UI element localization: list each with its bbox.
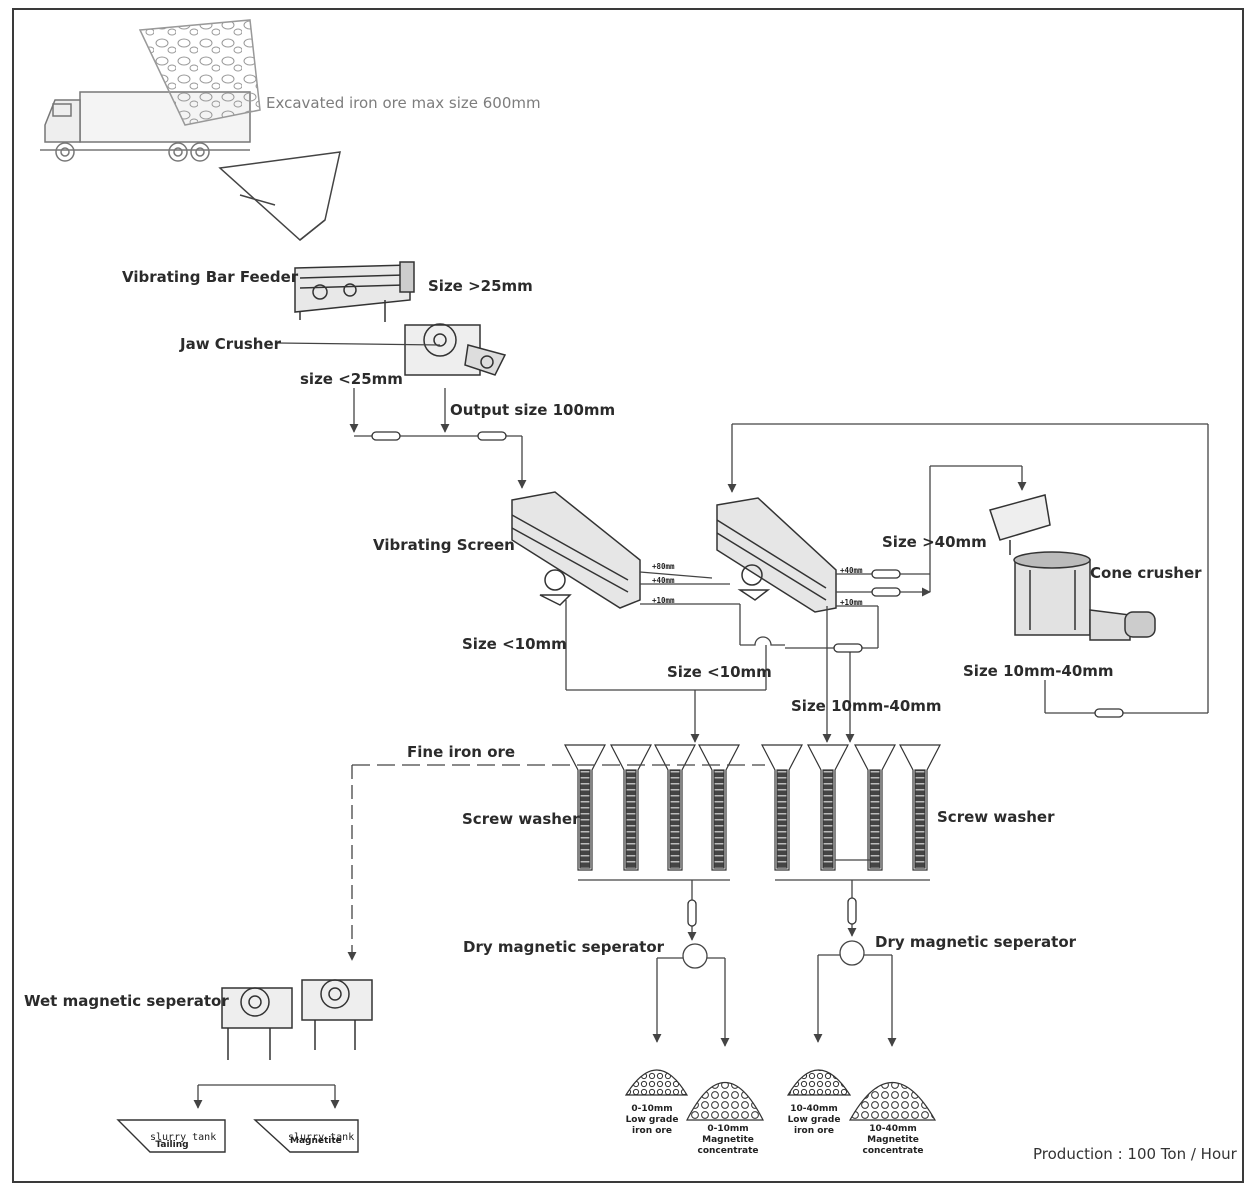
output-100-label: Output size 100mm (450, 401, 616, 419)
cone-crusher-label: Cone crusher (1090, 564, 1202, 582)
dry-mag-right-label: Dry magnetic seperator (875, 933, 1077, 951)
belt-conveyor-3 (687, 897, 857, 927)
size-lt10-label-a: Size <10mm (462, 635, 567, 653)
jaw-crusher-icon (404, 323, 507, 376)
wet-magnetic-separator-icon (221, 979, 373, 1060)
pile2-type: concentrate (697, 1146, 759, 1156)
dry-mag-left-label: Dry magnetic seperator (463, 938, 665, 956)
screw-washers-left (564, 744, 740, 871)
pile2-size: 0-10mm (707, 1124, 749, 1134)
pile4-type: concentrate (862, 1146, 924, 1156)
size-lt25-label: size <25mm (300, 370, 403, 388)
production-label: Production : 100 Ton / Hour (1033, 1145, 1237, 1163)
hopper-icon (218, 151, 341, 241)
diagram-frame (12, 8, 1244, 1183)
plus40-label-b: +40mm (840, 566, 863, 575)
screw-washer-right-label: Screw washer (937, 808, 1055, 826)
screw-washers-right (761, 744, 941, 871)
plus80-label: +80mm (652, 562, 675, 571)
jaw-crusher-label: Jaw Crusher (180, 335, 282, 353)
vibrating-screen-2-icon (716, 497, 837, 613)
slurry-tank-2-label: slurry tank (288, 1132, 355, 1143)
size-gt40-label: Size >40mm (882, 533, 987, 551)
fine-iron-ore-label: Fine iron ore (407, 743, 516, 761)
excavated-label: Excavated iron ore max size 600mm (266, 94, 541, 112)
bar-feeder-label: Vibrating Bar Feeder (122, 268, 299, 286)
size-lt10-label-b: Size <10mm (667, 663, 772, 681)
screw-washer-left-label: Screw washer (462, 810, 580, 828)
belt-conveyor-1 (371, 431, 507, 441)
plus40-label-a: +40mm (652, 576, 675, 585)
tailing-label: Tailing (155, 1140, 189, 1150)
wet-mag-label: Wet magnetic seperator (24, 992, 229, 1010)
vibrating-screen-label: Vibrating Screen (373, 536, 515, 554)
product-piles (624, 1069, 937, 1121)
pile4-label: 10-40mm Magnetite concentrate (858, 1124, 928, 1157)
vibrating-bar-feeder-icon (294, 261, 415, 322)
vibrating-screen-1-icon (511, 491, 641, 609)
plus10-label-a: +10mm (652, 596, 675, 605)
pile3-grade: Low grade (787, 1115, 841, 1125)
pile3-size: 10-40mm (790, 1104, 838, 1114)
pile1-label: 0-10mm Low grade iron ore (620, 1104, 684, 1137)
pile3-type: iron ore (794, 1126, 834, 1136)
magnetite-label: Magnetite (290, 1136, 342, 1146)
size-gt25-label: Size >25mm (428, 277, 533, 295)
slurry-tank-1-label: slurry tank (150, 1132, 217, 1143)
size-10-40-label-a: Size 10mm-40mm (963, 662, 1114, 680)
cone-crusher-icon (989, 494, 1156, 641)
belt-conveyor-2 (833, 569, 1124, 718)
pile3-label: 10-40mm Low grade iron ore (782, 1104, 846, 1137)
pile4-size: 10-40mm (869, 1124, 917, 1134)
pile2-grade: Magnetite (702, 1135, 754, 1145)
slurry-tanks (116, 1119, 359, 1153)
dump-truck-icon (40, 19, 261, 162)
size-10-40-label-b: Size 10mm-40mm (791, 697, 942, 715)
plus10-label-b: +10mm (840, 598, 863, 607)
pile2-label: 0-10mm Magnetite concentrate (693, 1124, 763, 1157)
pile1-grade: Low grade (625, 1115, 679, 1125)
pile1-type: iron ore (632, 1126, 672, 1136)
pile1-size: 0-10mm (631, 1104, 673, 1114)
pile4-grade: Magnetite (867, 1135, 919, 1145)
